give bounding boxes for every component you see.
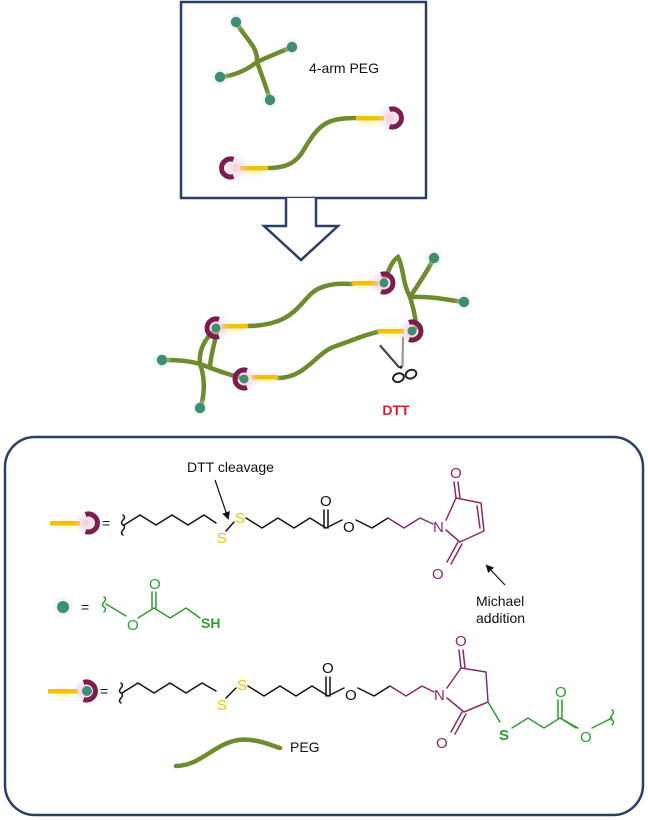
succinimide-oxygen-top: O (455, 633, 467, 650)
thiol-end-group-icon (260, 90, 280, 110)
legend-row-adduct: = S S O O N O O S O O (46, 633, 615, 752)
peg-label: PEG (290, 739, 320, 755)
attachment-squiggle (118, 682, 124, 704)
thiol-end-group-icon (226, 12, 246, 32)
sulfur-atom-2: S (235, 510, 245, 527)
propyl-spacer (355, 517, 389, 529)
maleimide-ring (445, 497, 485, 543)
succinimide-ring (446, 667, 489, 713)
thiol-end-group-icon (454, 292, 474, 312)
adduct-ester-oxygen: O (345, 687, 357, 704)
disulfide-bond (225, 521, 235, 532)
maleimide-cup-icon (84, 511, 100, 535)
michael-addition-label-line1: Michael (476, 593, 524, 609)
succinimide-oxygen-bottom: O (436, 735, 448, 752)
ester-carbonyl (323, 509, 329, 529)
maleimide-cup-icon (232, 367, 248, 391)
attachment-squiggle (101, 596, 107, 613)
thiol-sh-label: SH (201, 615, 220, 631)
disulfide-rod-icon (378, 329, 404, 334)
disulfide-rod-icon (50, 521, 80, 526)
four-arm-peg-label: 4-arm PEG (309, 60, 379, 76)
thiol-end-group-icon (190, 398, 210, 418)
peg-strand-icon (173, 737, 283, 769)
maleimide-oxygen-bottom: O (432, 566, 444, 583)
thiol-end-group-icon (424, 248, 444, 268)
attachment-squiggle (120, 514, 126, 536)
equals-sign: = (100, 683, 108, 699)
reaction-arrow-icon (260, 198, 342, 262)
butyrate-chain (245, 517, 327, 529)
ester-bond (325, 519, 343, 529)
dtt-cleavage-arrow (214, 479, 230, 520)
ester-oxygen-1: O (343, 519, 355, 536)
dtt-label: DTT (382, 402, 410, 418)
maleimide-oxygen-top: O (450, 465, 462, 482)
thiol-ester-oxygen: O (127, 617, 139, 634)
propyl-spacer-maleimide (387, 517, 434, 529)
disulfide-rod-icon (356, 116, 384, 121)
thiol-end-group-icon (210, 67, 230, 87)
four-arm-peg-star (210, 12, 302, 110)
thiol-end-group-icon (57, 601, 69, 613)
top-panel-frame (179, 0, 428, 200)
adduct-sulfur-1: S (217, 697, 227, 714)
maleimide-cup-icon (388, 106, 404, 130)
disulfide-rod-icon (252, 375, 278, 380)
linear-crosslinker (219, 105, 404, 181)
maleimide-cup-icon (408, 319, 424, 343)
succinimide-nitrogen: N (434, 687, 445, 704)
disulfide-rod-icon (240, 166, 268, 171)
disulfide-rod-icon (48, 689, 78, 694)
thioether-sulfur: S (499, 727, 509, 744)
adduct-carbonyl-oxygen: O (322, 660, 334, 677)
equals-sign: = (81, 599, 89, 615)
maleimide-nitrogen: N (433, 519, 444, 536)
thiol-end-group-icon (152, 350, 172, 370)
sulfur-atom-1: S (217, 530, 227, 547)
adduct-sulfur-2: S (237, 677, 247, 694)
maleimide-cup-icon (380, 271, 396, 295)
maleimide-cup-icon (82, 679, 98, 703)
attachment-squiggle (609, 709, 615, 726)
dtt-cleavage-label: DTT cleavage (187, 459, 274, 475)
scissors-icon (379, 336, 418, 384)
disulfide-rod-icon (222, 324, 248, 329)
thiol-ester-bond (105, 603, 127, 617)
maleimide-cup-icon (204, 316, 220, 340)
disulfide-rod-icon (352, 281, 378, 286)
michael-addition-label-line2: addition (476, 610, 525, 626)
legend-row-thiol: = O O SH (51, 576, 220, 634)
carbonyl-oxygen-1: O (320, 493, 332, 510)
adduct-thiol-carbonyl-oxygen: O (555, 684, 567, 701)
thiol-end-group-icon (82, 686, 92, 696)
linker-alkyl-chain (123, 514, 217, 526)
thiol-carbonyl-oxygen: O (149, 576, 161, 593)
maleimide-cup-icon (219, 156, 235, 180)
legend-row-linker: = S S O O N O O (48, 465, 485, 583)
adduct-thiol-ester-oxygen: O (580, 729, 592, 746)
crosslinked-network (152, 248, 474, 418)
thiol-end-group-icon (282, 37, 302, 57)
michael-addition-arrow (485, 564, 506, 586)
equals-sign: = (102, 515, 110, 531)
